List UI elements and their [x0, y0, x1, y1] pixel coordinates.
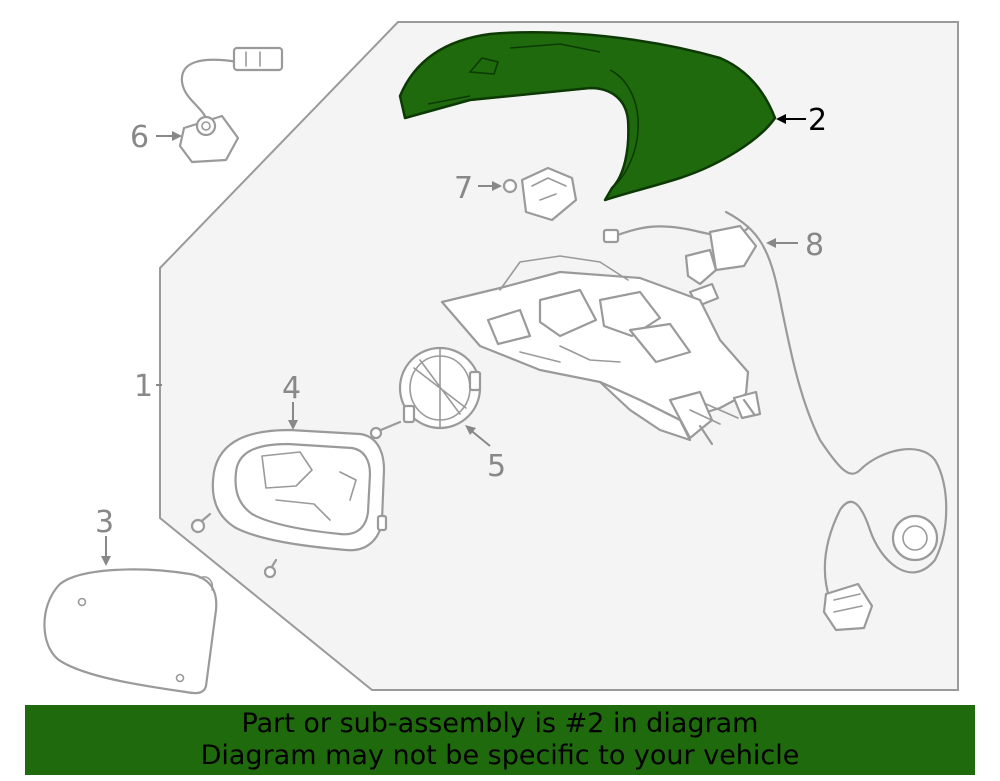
- part-4-glass-backing-plate[interactable]: [211, 428, 388, 552]
- leader-2: [776, 114, 806, 124]
- callout-8: 8: [805, 228, 824, 263]
- callout-5: 5: [487, 449, 506, 484]
- part-2-mirror-cover[interactable]: [398, 31, 777, 202]
- part-3-mirror-glass[interactable]: [43, 568, 218, 695]
- banner-line-disclaimer: Diagram may not be specific to your vehi…: [200, 740, 800, 771]
- banner-line-part-number: Part or sub-assembly is #2 in diagram: [241, 708, 759, 739]
- screw-1: [369, 420, 402, 440]
- leader-8: [766, 238, 798, 248]
- callout-2: 2: [808, 103, 827, 138]
- callout-7: 7: [454, 171, 473, 206]
- callout-6: 6: [130, 120, 149, 155]
- mirror-housing-bracket: [440, 255, 762, 446]
- leader-5: [465, 425, 491, 447]
- screw-2: [190, 512, 212, 534]
- leader-3: [101, 536, 111, 566]
- callout-1: 1: [134, 369, 153, 404]
- callout-4: 4: [282, 371, 301, 406]
- screw-3: [263, 558, 278, 579]
- callout-3: 3: [95, 505, 114, 540]
- leader-6: [156, 131, 182, 141]
- leader-7: [478, 181, 502, 191]
- part-info-banner: Part or sub-assembly is #2 in diagram Di…: [25, 705, 975, 775]
- part-6-camera[interactable]: [178, 46, 284, 164]
- banner-background: [25, 705, 975, 775]
- part-7-mirror-actuator[interactable]: [502, 166, 578, 222]
- leader-4: [288, 402, 298, 430]
- part-5-glass-actuator[interactable]: [398, 346, 482, 430]
